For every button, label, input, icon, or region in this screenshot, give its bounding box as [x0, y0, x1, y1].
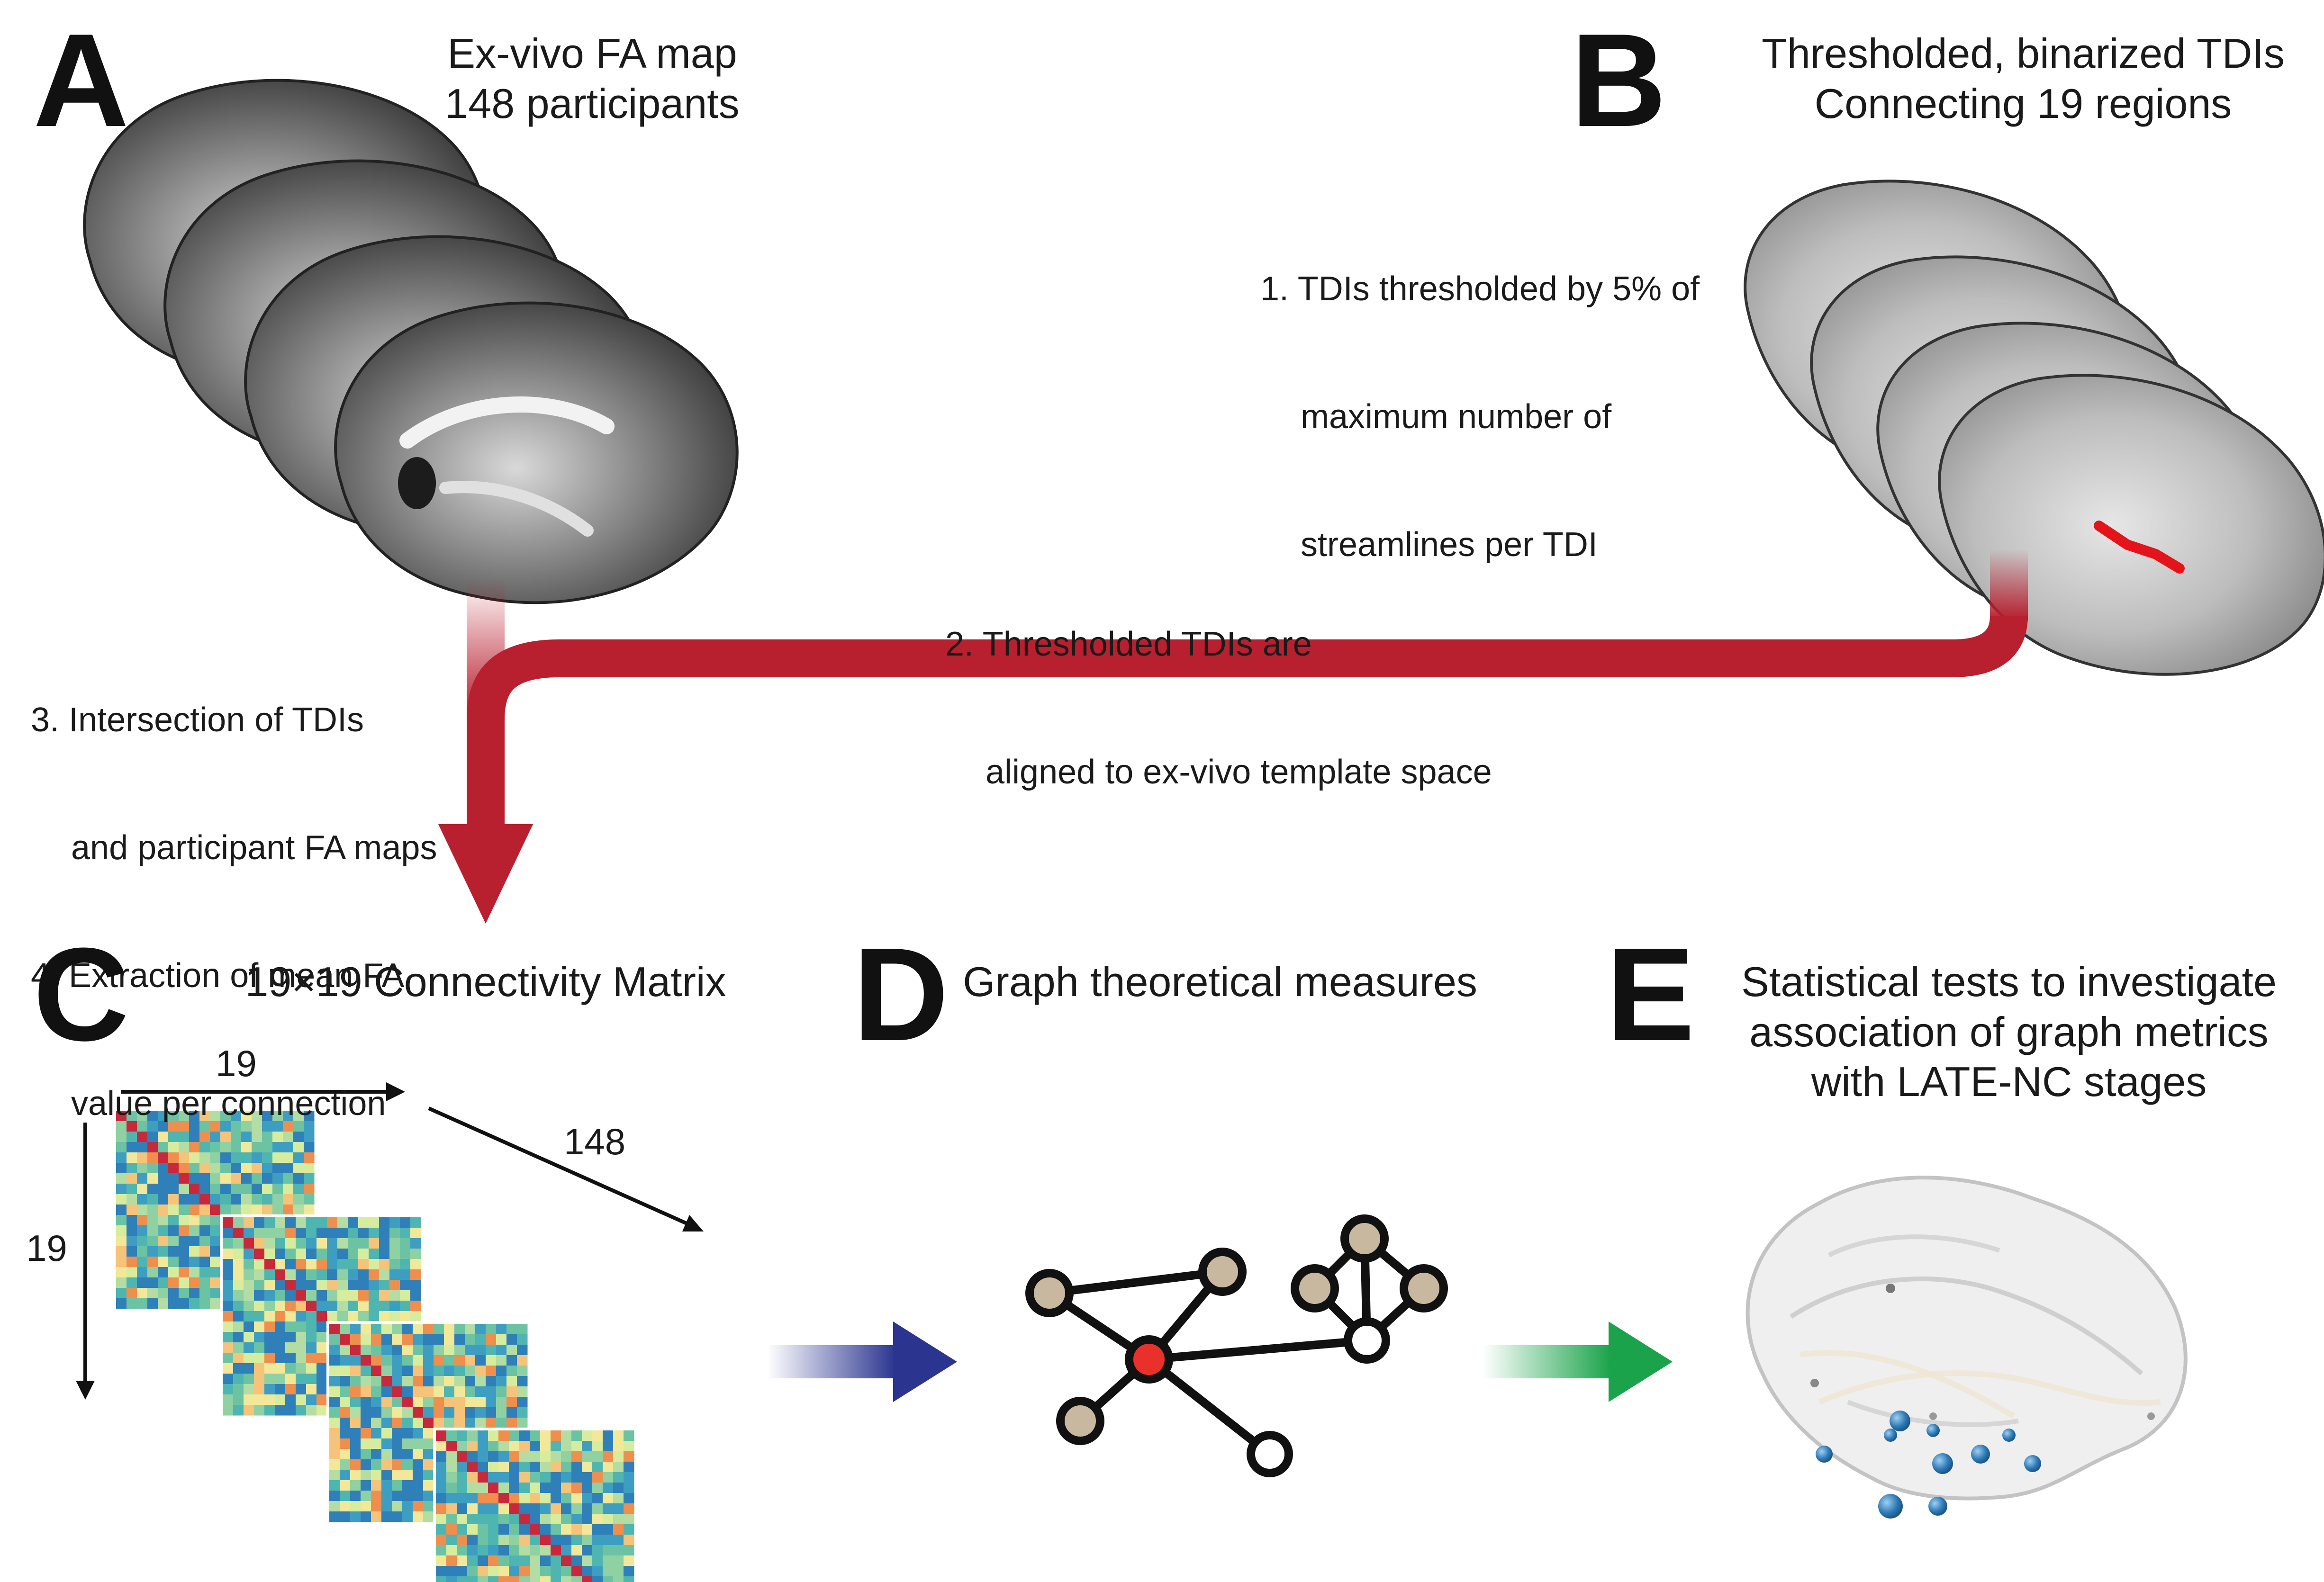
rows-arrowhead: [76, 1381, 95, 1400]
graph-node-tan: [1056, 1397, 1104, 1445]
graph-node-white: [1344, 1317, 1390, 1364]
step-1-line2: maximum number of: [1301, 398, 1612, 436]
step-1-line1: 1. TDIs thresholded by 5% of: [1260, 270, 1700, 308]
flow-from-b: [1990, 549, 2028, 620]
cols-arrowhead: [386, 1082, 405, 1101]
panel-e-title-line3: with LATE-NC stages: [1811, 1058, 2207, 1106]
connectivity-matrix: [433, 1428, 637, 1582]
step-3-4-label: 3. Intersection of TDIs and participant …: [31, 613, 437, 1168]
panel-a-fa-maps: [83, 79, 739, 604]
matrix-cols-label: 19: [216, 1043, 257, 1084]
graph-node-tan: [1400, 1264, 1448, 1312]
step-3-line1: 3. Intersection of TDIs: [31, 701, 364, 739]
flow-arrowhead: [438, 824, 533, 924]
green-arrow: [1483, 1321, 1673, 1402]
glass-brain-outline: [1745, 1176, 2188, 1501]
panel-e-letter: E: [1606, 921, 1695, 1069]
panel-a-title: Ex-vivo FA map 148 participants: [407, 28, 777, 128]
alignment-flow-arrow: [438, 549, 2028, 924]
step-4-line2: value per connection: [71, 1085, 386, 1123]
panel-c-title: 19×19 Connectivity Matrix: [245, 958, 726, 1005]
panel-b-title-line2: Connecting 19 regions: [1814, 80, 2232, 127]
panel-e-glass-brain: [1745, 1176, 2188, 1519]
graph-node-tan: [1291, 1264, 1339, 1312]
graph-node-tan: [1340, 1214, 1389, 1263]
step-3-line2: and participant FA maps: [71, 829, 437, 867]
panel-a-title-line2: 148 participants: [445, 80, 740, 127]
blue-arrow: [768, 1321, 957, 1402]
depth-arrow: [428, 1106, 695, 1229]
graph-node-white: [1247, 1431, 1293, 1477]
panel-a-title-line1: Ex-vivo FA map: [447, 30, 737, 77]
panel-b-title-line1: Thresholded, binarized TDIs: [1762, 30, 2285, 77]
graph-node-tan: [1025, 1269, 1074, 1317]
flow-curve: [467, 615, 2028, 824]
connectivity-matrix: [113, 1108, 317, 1312]
graph-node-tan: [1198, 1248, 1247, 1296]
panel-c-matrices: [113, 1108, 637, 1582]
dimension-arrows: [76, 1082, 704, 1400]
panel-d-graph: [1025, 1214, 1448, 1477]
step-4-line1: 4. Extraction of mean FA: [31, 957, 405, 995]
panel-b-title: Thresholded, binarized TDIs Connecting 1…: [1744, 28, 2303, 128]
panel-e-title-line2: association of graph metrics: [1749, 1008, 2269, 1055]
panel-e-title-line1: Statistical tests to investigate: [1741, 958, 2277, 1005]
panel-e-title: Statistical tests to investigate associa…: [1715, 957, 2303, 1107]
panel-a-letter: A: [33, 7, 129, 154]
panel-d-title: Graph theoretical measures: [963, 958, 1477, 1005]
graph-node-hub: [1125, 1335, 1173, 1384]
panel-b-tdi-maps: [1744, 180, 2324, 676]
matrix-rows-label: 19: [26, 1227, 67, 1269]
step-1-line3: streamlines per TDI: [1301, 526, 1598, 564]
panel-b-letter: B: [1571, 7, 1667, 154]
step-1-label: 1. TDIs thresholded by 5% of maximum num…: [1260, 182, 1700, 609]
panel-d-letter: D: [853, 921, 949, 1069]
depth-arrowhead: [682, 1215, 704, 1231]
step-2-line1: 2. Thresholded TDIs are: [945, 625, 1312, 663]
tdi-slice-4: [1938, 374, 2324, 676]
fa-slice-4: [334, 301, 739, 604]
matrix-depth-label: 148: [564, 1121, 626, 1162]
panel-c-letter: C: [33, 921, 129, 1069]
step-2-line2: aligned to ex-vivo template space: [986, 753, 1492, 791]
step-2-label: 2. Thresholded TDIs are aligned to ex-vi…: [945, 538, 1492, 836]
node-spheres: [1810, 1284, 2155, 1519]
